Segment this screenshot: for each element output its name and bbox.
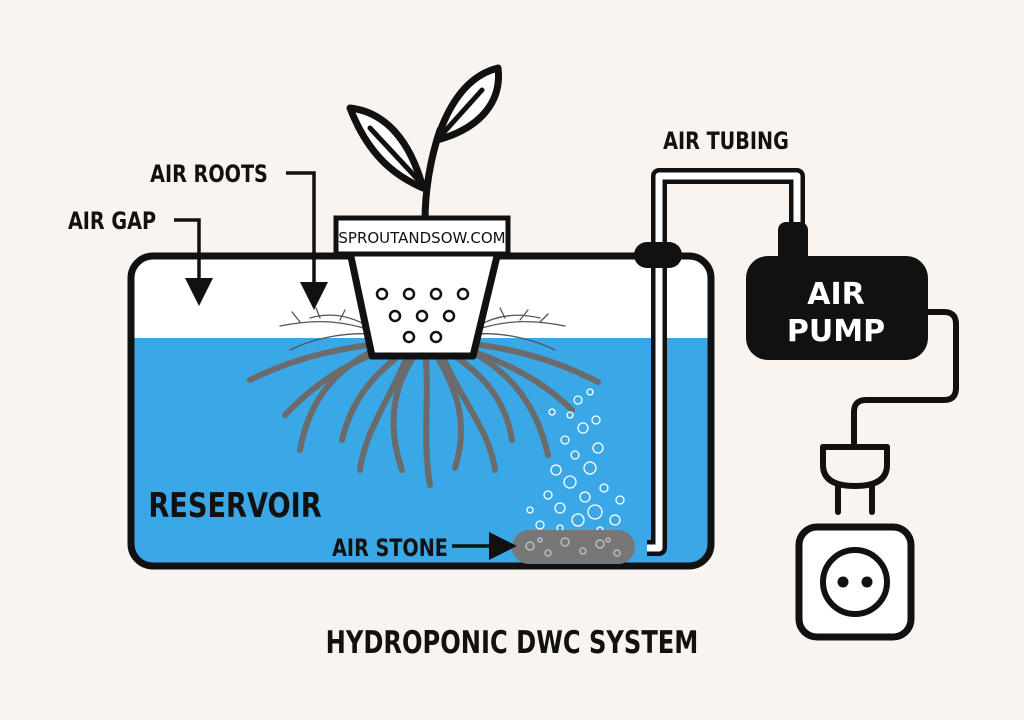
air-root-strand bbox=[519, 309, 529, 321]
air-bubble bbox=[573, 395, 583, 405]
reservoir bbox=[127, 252, 715, 570]
air-bubble bbox=[586, 388, 594, 396]
air-bubble bbox=[577, 422, 589, 434]
net-pot-holes bbox=[375, 287, 470, 344]
air-pump bbox=[746, 222, 928, 360]
root-strand bbox=[429, 345, 464, 471]
air-bubble bbox=[543, 490, 553, 500]
net-pot: SPROUTANDSOW.COM bbox=[333, 215, 511, 360]
air-root-strand bbox=[539, 313, 549, 323]
air-gap-label: AIR GAP bbox=[68, 208, 156, 236]
air-roots-label: AIR ROOTS bbox=[150, 161, 268, 189]
pot-brand-label: SPROUTANDSOW.COM bbox=[338, 229, 505, 247]
air-root-strand bbox=[291, 311, 301, 323]
air-bubble bbox=[563, 475, 577, 489]
air-bubble bbox=[592, 442, 604, 454]
air-bubble bbox=[615, 495, 625, 505]
reservoir-label: RESERVOIR bbox=[148, 486, 322, 526]
tube-clip bbox=[634, 242, 682, 268]
air-bubble bbox=[579, 491, 591, 503]
diagram-title: HYDROPONIC DWC SYSTEM bbox=[326, 624, 699, 661]
air-bubble bbox=[587, 504, 603, 520]
air-bubble bbox=[583, 461, 597, 475]
air-root-strand bbox=[339, 309, 346, 321]
air-roots-arrow bbox=[286, 171, 328, 310]
air-bubble bbox=[570, 450, 580, 460]
air-bubble bbox=[566, 411, 574, 419]
outlet-icon bbox=[795, 523, 915, 641]
air-pump-label-line1: AIR bbox=[807, 277, 864, 312]
air-bubble bbox=[550, 464, 562, 476]
bubbles bbox=[526, 388, 625, 534]
air-tubing-label: AIR TUBING bbox=[663, 128, 789, 156]
plug-icon bbox=[820, 444, 890, 515]
air-root-strand bbox=[499, 307, 506, 319]
air-bubble bbox=[535, 520, 545, 530]
air-bubble bbox=[599, 483, 609, 493]
air-bubble bbox=[591, 415, 601, 425]
root-strand bbox=[422, 347, 433, 488]
root-strand bbox=[437, 347, 498, 473]
air-tubing bbox=[634, 168, 805, 556]
air-root-strand bbox=[476, 333, 556, 351]
power-cord bbox=[851, 309, 959, 446]
air-bubble bbox=[554, 502, 566, 514]
root-strand bbox=[357, 347, 413, 473]
air-pump-label-line2: PUMP bbox=[787, 314, 885, 349]
air-bubble bbox=[548, 408, 556, 416]
pointer-arrows bbox=[174, 171, 517, 560]
air-gap-arrow bbox=[174, 218, 213, 306]
plant-icon bbox=[346, 64, 502, 226]
water bbox=[131, 338, 711, 566]
air-stone-label: AIR STONE bbox=[332, 535, 448, 563]
air-bubble bbox=[571, 513, 585, 527]
air-bubble bbox=[560, 435, 570, 445]
air-bubble bbox=[609, 514, 621, 526]
air-stone bbox=[512, 530, 635, 564]
air-bubble bbox=[526, 506, 534, 514]
air-root-strand bbox=[289, 333, 373, 351]
